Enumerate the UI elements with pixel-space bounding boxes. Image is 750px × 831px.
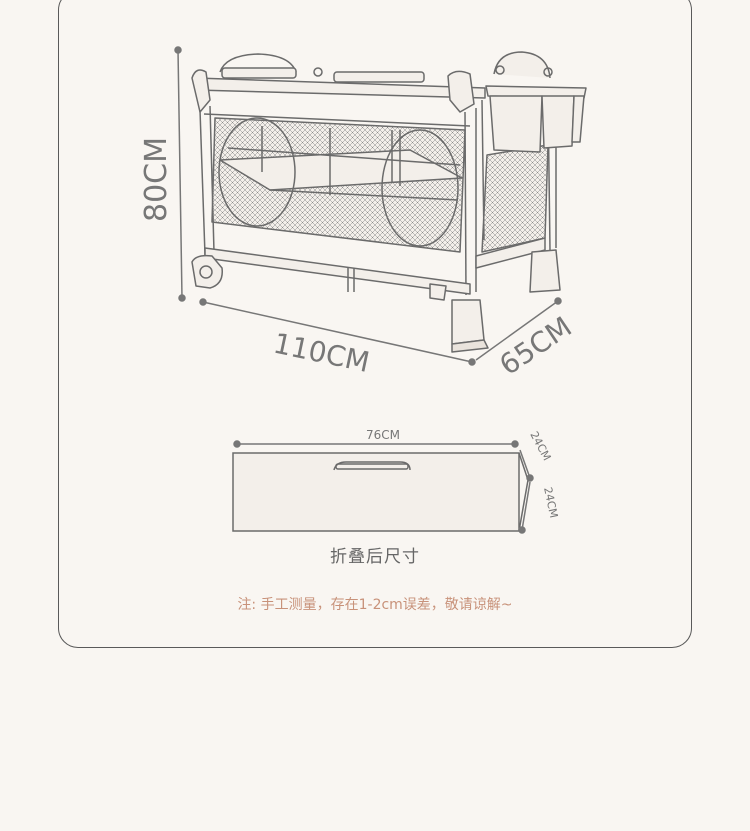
folded-size-label: 折叠后尺寸 bbox=[330, 547, 420, 567]
length-label: 110CM bbox=[271, 327, 373, 379]
folded-length-label: 76CM bbox=[366, 428, 400, 442]
width-dimension-line bbox=[475, 297, 562, 361]
product-card bbox=[58, 0, 692, 648]
folded-box-illustration bbox=[232, 452, 529, 532]
folded-length-dimension-line bbox=[233, 440, 519, 448]
folded-height-dimension-line bbox=[518, 449, 534, 534]
measurement-note: 注: 手工测量，存在1-2cm误差，敬请谅解~ bbox=[237, 597, 513, 613]
folded-width-label: 24CM bbox=[527, 429, 553, 463]
height-dimension-line bbox=[174, 46, 186, 302]
crib-illustration bbox=[191, 51, 587, 353]
height-label: 80CM bbox=[139, 137, 174, 222]
folded-height-label: 24CM bbox=[541, 486, 560, 519]
length-dimension-line bbox=[199, 298, 476, 366]
width-label: 65CM bbox=[493, 310, 577, 382]
